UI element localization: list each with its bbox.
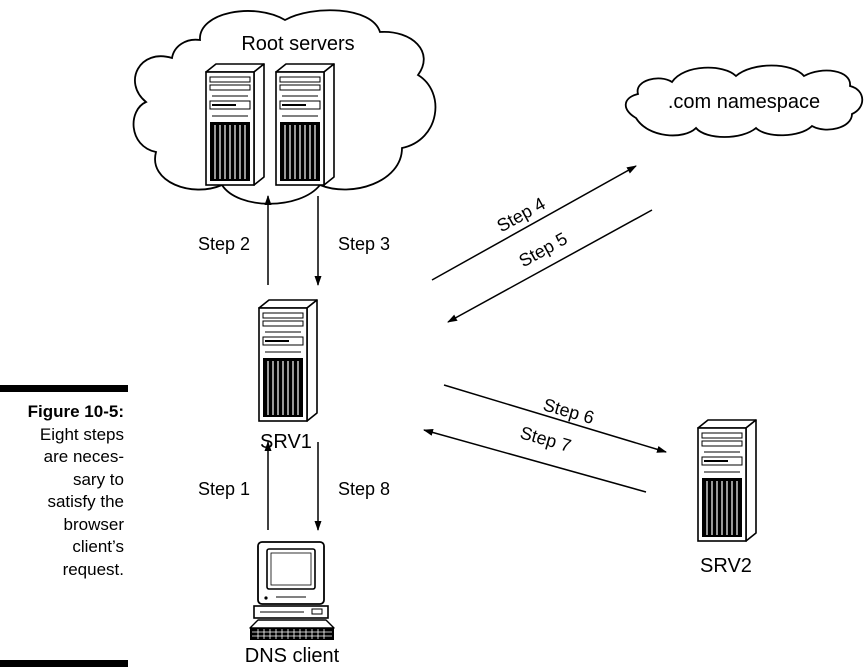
- step-3-label: Step 3: [338, 234, 390, 254]
- caption-line-3: sary to: [72, 469, 124, 489]
- srv1-label: SRV1: [260, 431, 312, 453]
- com-namespace-cloud: .com namespace: [624, 64, 864, 138]
- caption-line-6: client’s: [72, 537, 124, 556]
- step-7-label: Step 7: [518, 422, 574, 456]
- dns-client-label: DNS client: [245, 645, 340, 667]
- srv2-server-icon: [697, 419, 757, 542]
- caption-line-7: request.: [62, 559, 124, 579]
- caption-line-4: satisfy the: [47, 492, 124, 511]
- srv1-server-icon: [258, 299, 318, 422]
- caption-text: Figure 10-5: Eight steps are neces- sary…: [0, 401, 124, 581]
- step-2-label: Step 2: [198, 234, 250, 254]
- caption-bottom-rule: [0, 660, 128, 667]
- root-servers-label: Root servers: [241, 33, 354, 55]
- root-server-icon-1: [205, 63, 265, 186]
- arrow-step-5: [447, 209, 653, 323]
- arrow-step-6: [443, 384, 667, 453]
- srv2-label: SRV2: [700, 555, 752, 577]
- caption-line-2: are neces-: [43, 447, 124, 466]
- caption-top-rule: [0, 385, 128, 392]
- caption-label: Figure 10-5:: [27, 402, 124, 421]
- com-namespace-label: .com namespace: [668, 91, 820, 113]
- dns-client-computer-icon: [249, 541, 335, 641]
- caption-line-1: Eight steps: [39, 424, 124, 444]
- step-8-label: Step 8: [338, 479, 390, 499]
- arrow-step-7: [423, 429, 647, 493]
- root-server-icon-2: [275, 63, 335, 186]
- arrow-step-4: [431, 165, 637, 281]
- caption-line-5: browser: [63, 514, 124, 534]
- step-1-label: Step 1: [198, 479, 250, 499]
- step-5-label: Step 5: [515, 228, 570, 271]
